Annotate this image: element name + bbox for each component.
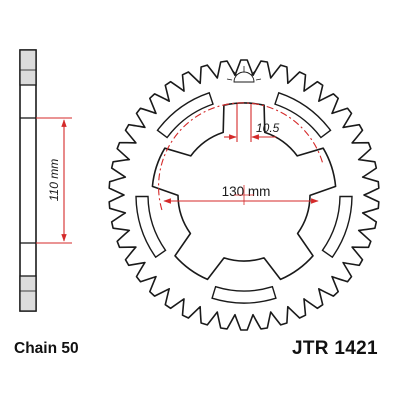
bolt-circle-label: 130 mm [222, 184, 271, 199]
chain-size-label: Chain 50 [14, 340, 79, 357]
side-profile-tooth-bottom [19, 275, 37, 312]
lightening-slot [274, 91, 332, 139]
sun-icon-ray [255, 78, 262, 81]
hole-diameter-dimension: 10.5 [224, 104, 280, 142]
bolt-circle-arc [158, 102, 324, 211]
side-profile [19, 49, 37, 312]
sun-icon [233, 71, 255, 83]
lightening-slot [135, 195, 167, 259]
sprocket-logo [226, 66, 262, 83]
sun-icon-ray [250, 70, 256, 76]
hole-diameter-label: 10.5 [256, 121, 280, 135]
part-number-label: JTR 1421 [292, 338, 378, 359]
sun-icon-ray [232, 70, 238, 76]
side-profile-tooth-top [19, 49, 37, 86]
profile-height-dimension: 110 mm [36, 117, 72, 244]
lightening-slot [211, 285, 277, 304]
lightening-slot [321, 195, 353, 259]
profile-height-label: 110 mm [47, 159, 61, 201]
sun-icon-ray [226, 78, 233, 81]
side-profile-plate [19, 49, 37, 312]
bolt-circle-dimension: 130 mm [158, 102, 324, 211]
lightening-slot [156, 91, 214, 139]
